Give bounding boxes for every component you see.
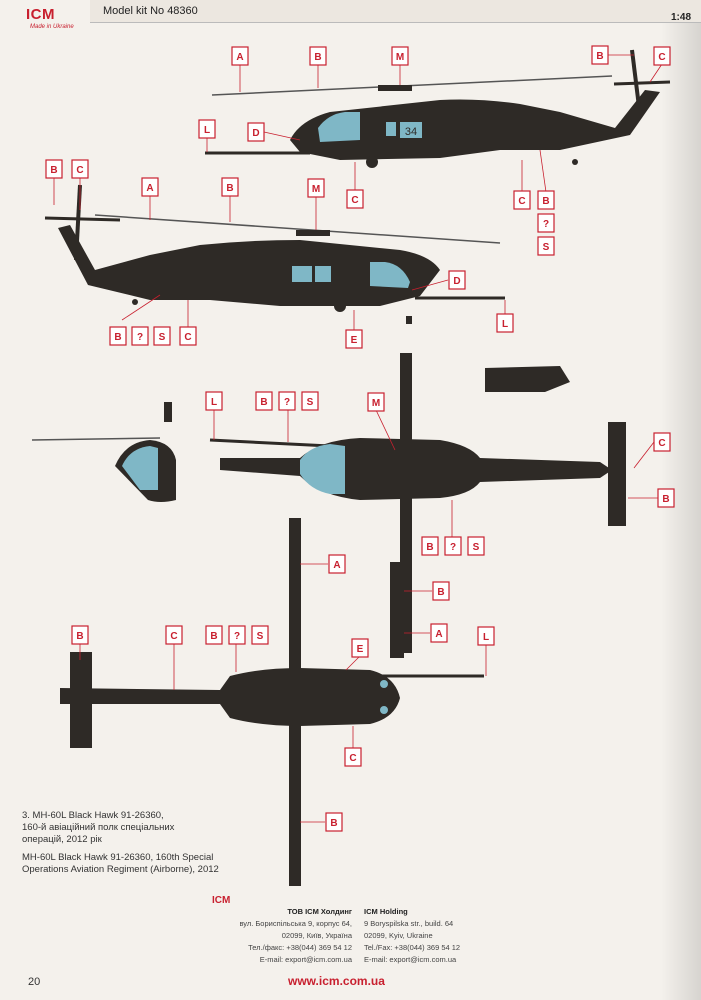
callout-a: A (333, 560, 340, 571)
callout-c: C (518, 196, 525, 207)
caption-ua-line-3: операцій, 2012 рік (22, 834, 102, 845)
logo-tagline: Made in Ukraine (30, 24, 74, 30)
callout-c: C (658, 52, 665, 63)
caption-en-line-2: Operations Aviation Regiment (Airborne),… (22, 864, 219, 875)
header-bar (90, 0, 701, 23)
kit-number: Model kit No 48360 (103, 5, 198, 17)
website-link[interactable]: www.icm.com.ua (288, 974, 385, 988)
callout-d: D (252, 128, 259, 139)
icm-logo: ICM (26, 6, 55, 23)
callout-b: B (210, 631, 217, 642)
callout-s: S (257, 631, 264, 642)
scale-label: 1:48 (670, 12, 691, 23)
address-en: ICM Holding 9 Boryspilska str., build. 6… (364, 906, 524, 966)
part-detail (485, 366, 570, 392)
address-ua-title: ТОВ ICM Холдинг (287, 907, 352, 916)
address-en-line: E-mail: export@icm.com.ua (364, 955, 457, 964)
address-ua-line: вул. Бориспільська 9, корпус 64, (239, 919, 352, 928)
callout-s: S (307, 397, 314, 408)
callout-a: A (236, 52, 243, 63)
callout-l: L (483, 632, 489, 643)
address-ua-line: 02099, Київ, Україна (281, 931, 352, 940)
callout-l: L (502, 319, 508, 330)
caption-en-line-1: MH-60L Black Hawk 91-26360, 160th Specia… (22, 852, 214, 863)
helicopter-bottom-view (60, 518, 484, 886)
callout-labels: A B M B C L D C C B ? S B C (45, 45, 675, 832)
callout-a: A (435, 629, 442, 640)
callout-b: B (226, 183, 233, 194)
address-en-line: Tel./Fax: +38(044) 369 54 12 (364, 943, 461, 952)
helicopter-left-profile: 34 (205, 49, 671, 168)
callout-c: C (184, 332, 191, 343)
callout-question: ? (450, 542, 456, 553)
callout-m: M (396, 52, 404, 63)
callout-b: B (662, 494, 669, 505)
callout-b: B (260, 397, 267, 408)
side-number: 34 (405, 126, 417, 138)
callout-question: ? (284, 397, 290, 408)
callout-question: ? (543, 219, 549, 230)
callout-d: D (453, 276, 460, 287)
footer-logo: ICM (212, 895, 231, 906)
callout-l: L (204, 125, 210, 136)
page-footer: ICM ТОВ ICM Холдинг вул. Бориспільська 9… (0, 890, 701, 1000)
callout-s: S (473, 542, 480, 553)
callout-c: C (658, 438, 665, 449)
address-ua-line: Тел./факс: +38(044) 369 54 12 (248, 943, 352, 952)
address-ua: ТОВ ICM Холдинг вул. Бориспільська 9, ко… (192, 906, 352, 966)
callout-c: C (76, 165, 83, 176)
callout-b: B (330, 818, 337, 829)
callout-c: C (351, 195, 358, 206)
callout-e: E (357, 644, 364, 655)
address-en-title: ICM Holding (364, 907, 408, 916)
callout-s: S (543, 242, 550, 253)
callout-e: E (351, 335, 358, 346)
helicopter-front-view (31, 402, 176, 502)
callout-c: C (349, 753, 356, 764)
callout-b: B (76, 631, 83, 642)
callout-b: B (542, 196, 549, 207)
callout-l: L (211, 397, 217, 408)
variant-caption: 3. MH-60L Black Hawk 91-26360, 160-й аві… (22, 810, 282, 882)
callout-c: C (170, 631, 177, 642)
address-en-line: 02099, Kyiv, Ukraine (364, 931, 433, 940)
callout-a: A (146, 183, 153, 194)
helicopter-right-profile (44, 184, 505, 324)
callout-b: B (114, 332, 121, 343)
callout-b: B (596, 51, 603, 62)
callout-b: B (314, 52, 321, 63)
callout-b: B (437, 587, 444, 598)
page-number: 20 (28, 976, 41, 988)
callout-question: ? (234, 631, 240, 642)
callout-question: ? (137, 332, 143, 343)
callout-b: B (50, 165, 57, 176)
callout-s: S (159, 332, 166, 343)
address-ua-line: E-mail: export@icm.com.ua (259, 955, 352, 964)
caption-ua-line-2: 160-й авіаційний полк спеціальних (22, 822, 175, 833)
callout-b: B (426, 542, 433, 553)
callout-m: M (372, 398, 380, 409)
address-en-line: 9 Boryspilska str., build. 64 (364, 919, 454, 928)
caption-ua-line-1: 3. MH-60L Black Hawk 91-26360, (22, 810, 164, 821)
callout-m: M (312, 184, 320, 195)
